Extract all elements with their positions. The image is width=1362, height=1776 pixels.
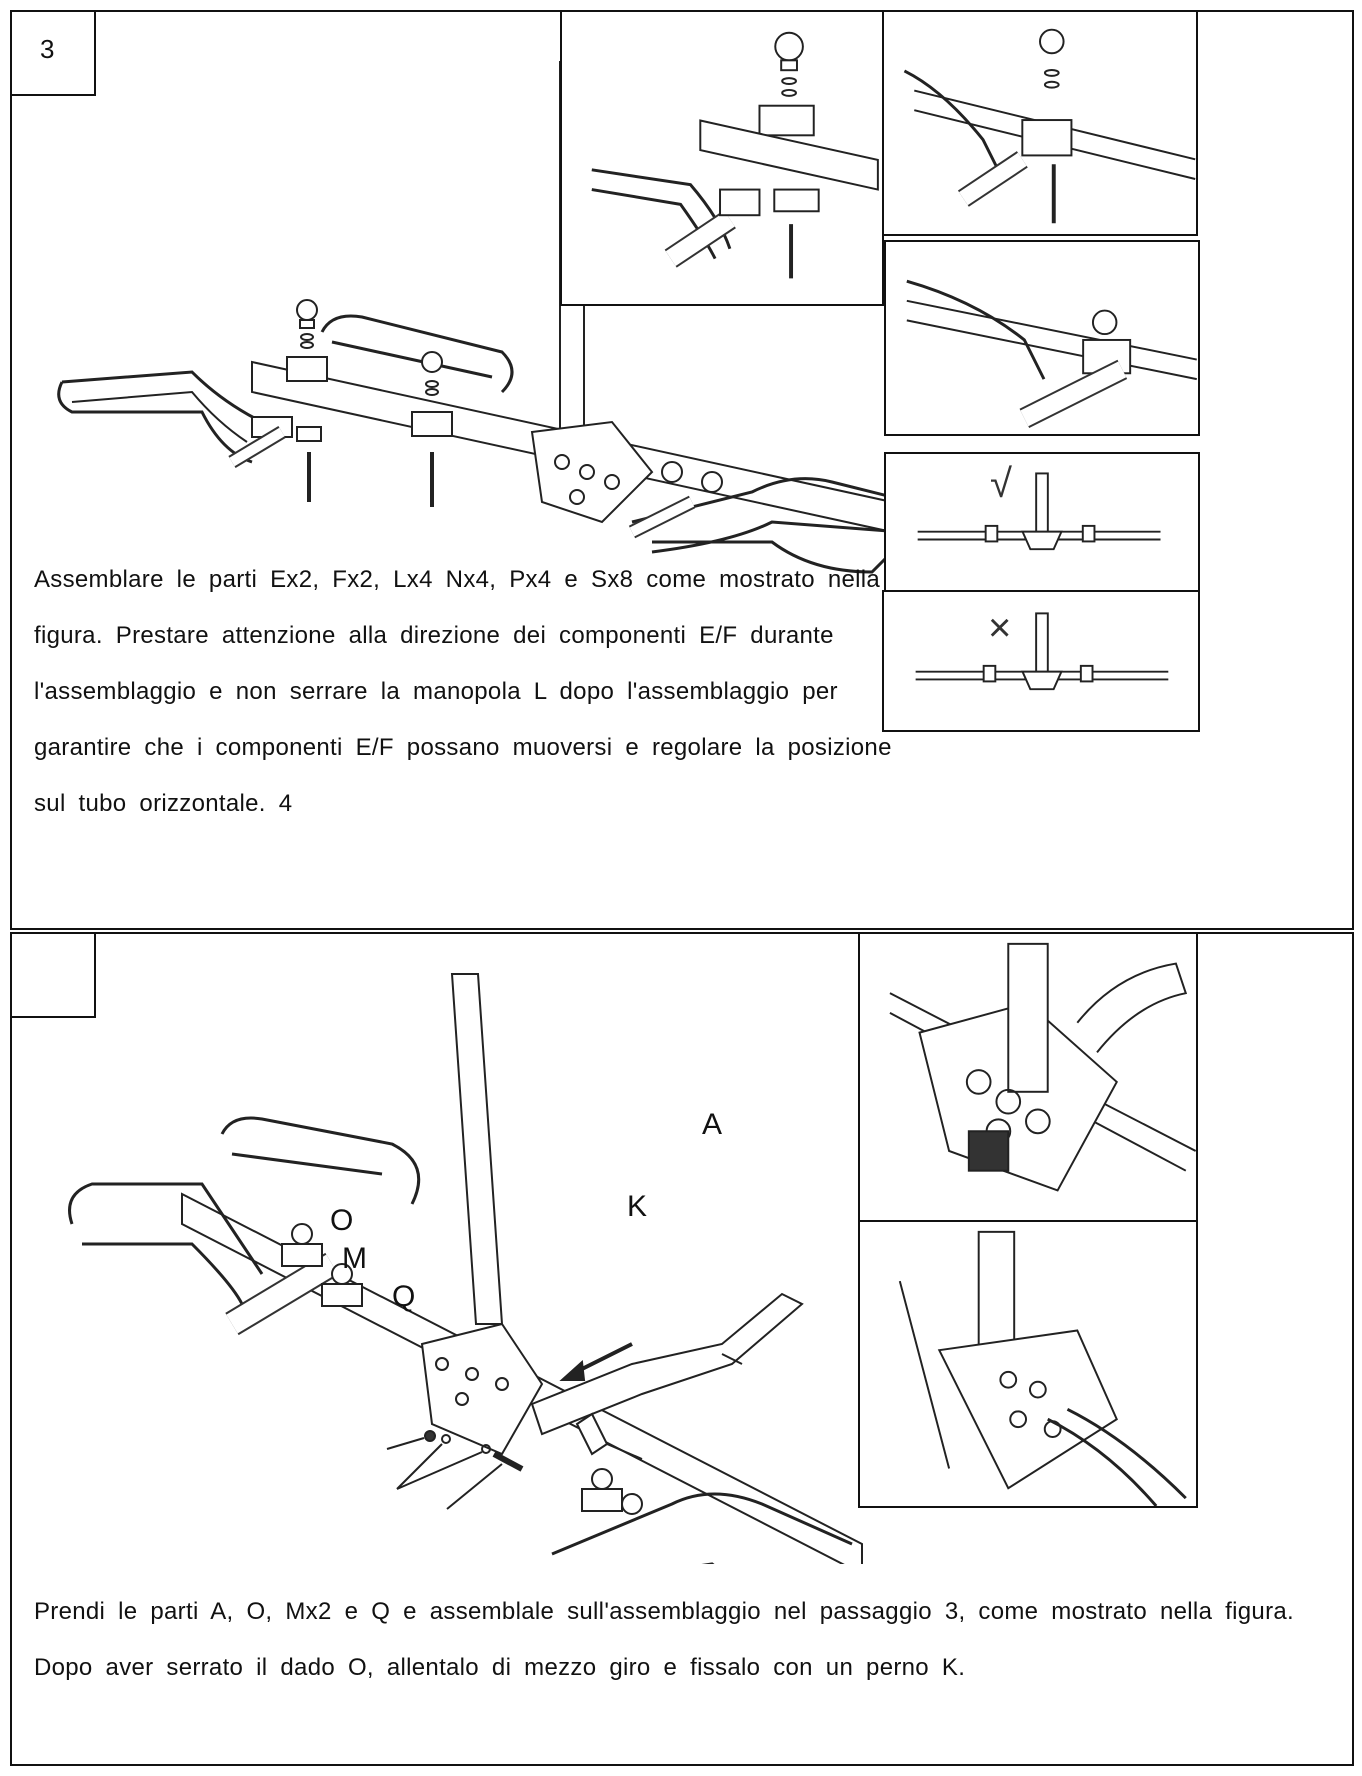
hitch-plate-detail-panel	[858, 932, 1198, 1222]
step-4-instructions: Prendi le parti A, O, Mx2 e Q e assembla…	[34, 1598, 1294, 1681]
step-3-section: 3	[10, 10, 1354, 930]
correct-orientation-panel: √	[884, 452, 1200, 592]
label-q: Q	[392, 1280, 416, 1313]
adjusted-detail-panel	[884, 240, 1200, 436]
label-m: M	[342, 1242, 367, 1275]
cross-mark: ×	[988, 606, 1012, 650]
label-a: A	[702, 1108, 723, 1141]
label-k: K	[627, 1190, 648, 1223]
step-number-box: 3	[12, 12, 96, 96]
bike-rack-assembly-drawing	[32, 32, 992, 592]
label-o: O	[330, 1204, 354, 1237]
step-number: 3	[40, 34, 55, 64]
step-4-section: A K O M Q Prendi le parti A, O, Mx2 e Q …	[10, 932, 1354, 1766]
wrong-orientation-panel: ×	[882, 590, 1200, 732]
hitch-assembly-drawing	[32, 944, 912, 1564]
check-mark: √	[990, 462, 1012, 506]
assembled-detail-panel	[882, 10, 1198, 236]
exploded-detail-panel	[560, 10, 884, 306]
step-number-box	[12, 934, 96, 1018]
hitch-insert-detail-panel	[858, 1220, 1198, 1508]
step-3-instructions: Assemblare le parti Ex2, Fx2, Lx4 Nx4, P…	[34, 566, 892, 817]
